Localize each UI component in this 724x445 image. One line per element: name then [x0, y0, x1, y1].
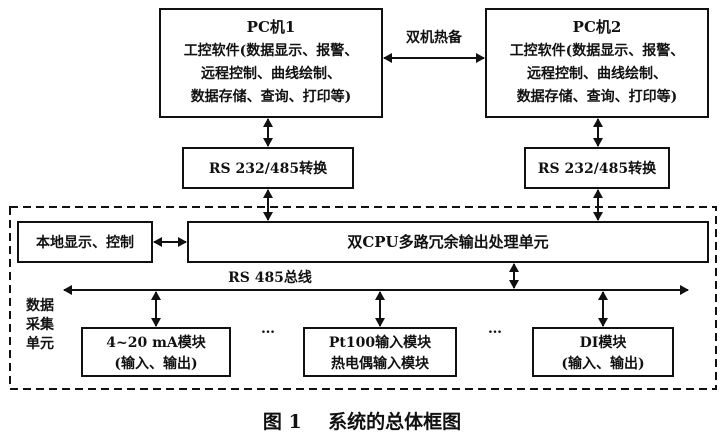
cpu-unit-box: 双CPU多路冗余输出处理单元 — [187, 221, 709, 263]
bus-label: RS 485总线 — [228, 269, 312, 286]
converter1-label: RS 232/485转换 — [209, 160, 328, 177]
local-display-label: 本地显示、控制 — [36, 234, 134, 251]
pc1-line1: 工控软件(数据显示、报警、 — [184, 42, 359, 59]
module-di-box: DI模块 (输入、输出) — [532, 327, 674, 377]
cpu-unit-label: 双CPU多路冗余输出处理单元 — [347, 233, 548, 251]
converter1-box: RS 232/485转换 — [182, 147, 354, 189]
pc1-title: PC机1 — [247, 18, 296, 36]
module-ma-box: 4~20 mA模块 (输入、输出) — [81, 327, 231, 377]
converter2-box: RS 232/485转换 — [524, 147, 670, 189]
pc2-line1: 工控软件(数据显示、报警、 — [510, 42, 685, 59]
pc2-title: PC机2 — [573, 18, 622, 36]
pc1-box: PC机1 工控软件(数据显示、报警、 远程控制、曲线绘制、 数据存储、查询、打印… — [159, 8, 383, 118]
figure-caption: 图 1 系统的总体框图 — [263, 410, 461, 433]
pc1-line2: 远程控制、曲线绘制、 — [201, 65, 341, 82]
module-pt100-line1: Pt100输入模块 — [329, 334, 432, 351]
pc2-line2: 远程控制、曲线绘制、 — [527, 65, 667, 82]
acq-unit-label-2: 采集 — [25, 316, 55, 333]
module-ma-line2: (输入、输出) — [114, 355, 197, 372]
module-pt100-box: Pt100输入模块 热电偶输入模块 — [303, 327, 457, 377]
hot-standby-label: 双机热备 — [406, 29, 463, 46]
module-ma-line1: 4~20 mA模块 — [106, 334, 207, 351]
acq-unit-label-1: 数据 — [26, 297, 54, 314]
module-pt100-line2: 热电偶输入模块 — [331, 355, 430, 372]
pc1-line3: 数据存储、查询、打印等) — [191, 88, 352, 105]
ellipsis-2: … — [488, 321, 502, 337]
module-di-line2: (输入、输出) — [561, 355, 644, 372]
converter2-label: RS 232/485转换 — [538, 160, 657, 177]
acquisition-enclosure — [9, 206, 717, 390]
local-display-box: 本地显示、控制 — [17, 221, 153, 263]
acq-unit-label-3: 单元 — [26, 335, 54, 352]
ellipsis-1: … — [261, 321, 275, 337]
module-di-line1: DI模块 — [580, 334, 628, 351]
pc2-line3: 数据存储、查询、打印等) — [517, 88, 678, 105]
pc2-box: PC机2 工控软件(数据显示、报警、 远程控制、曲线绘制、 数据存储、查询、打印… — [485, 8, 709, 118]
